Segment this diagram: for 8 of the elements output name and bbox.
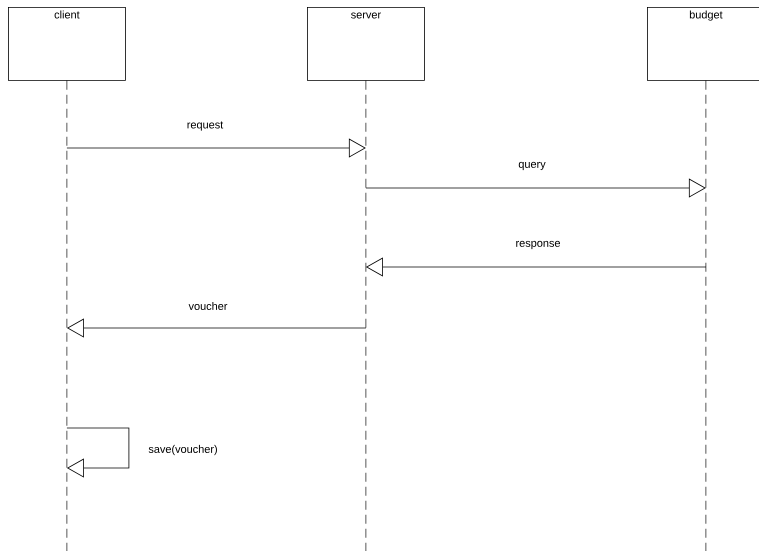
lifeline-head-box: server bbox=[307, 7, 425, 81]
lifeline-head-box: client bbox=[8, 7, 126, 81]
edge-label: response bbox=[516, 240, 560, 250]
edge-label: voucher bbox=[188, 302, 228, 310]
edge-label: request bbox=[188, 121, 224, 131]
edge-label: save(voucher) bbox=[148, 444, 217, 456]
lifeline-head-box: budget bbox=[647, 7, 759, 81]
edge-label: query bbox=[518, 162, 546, 170]
